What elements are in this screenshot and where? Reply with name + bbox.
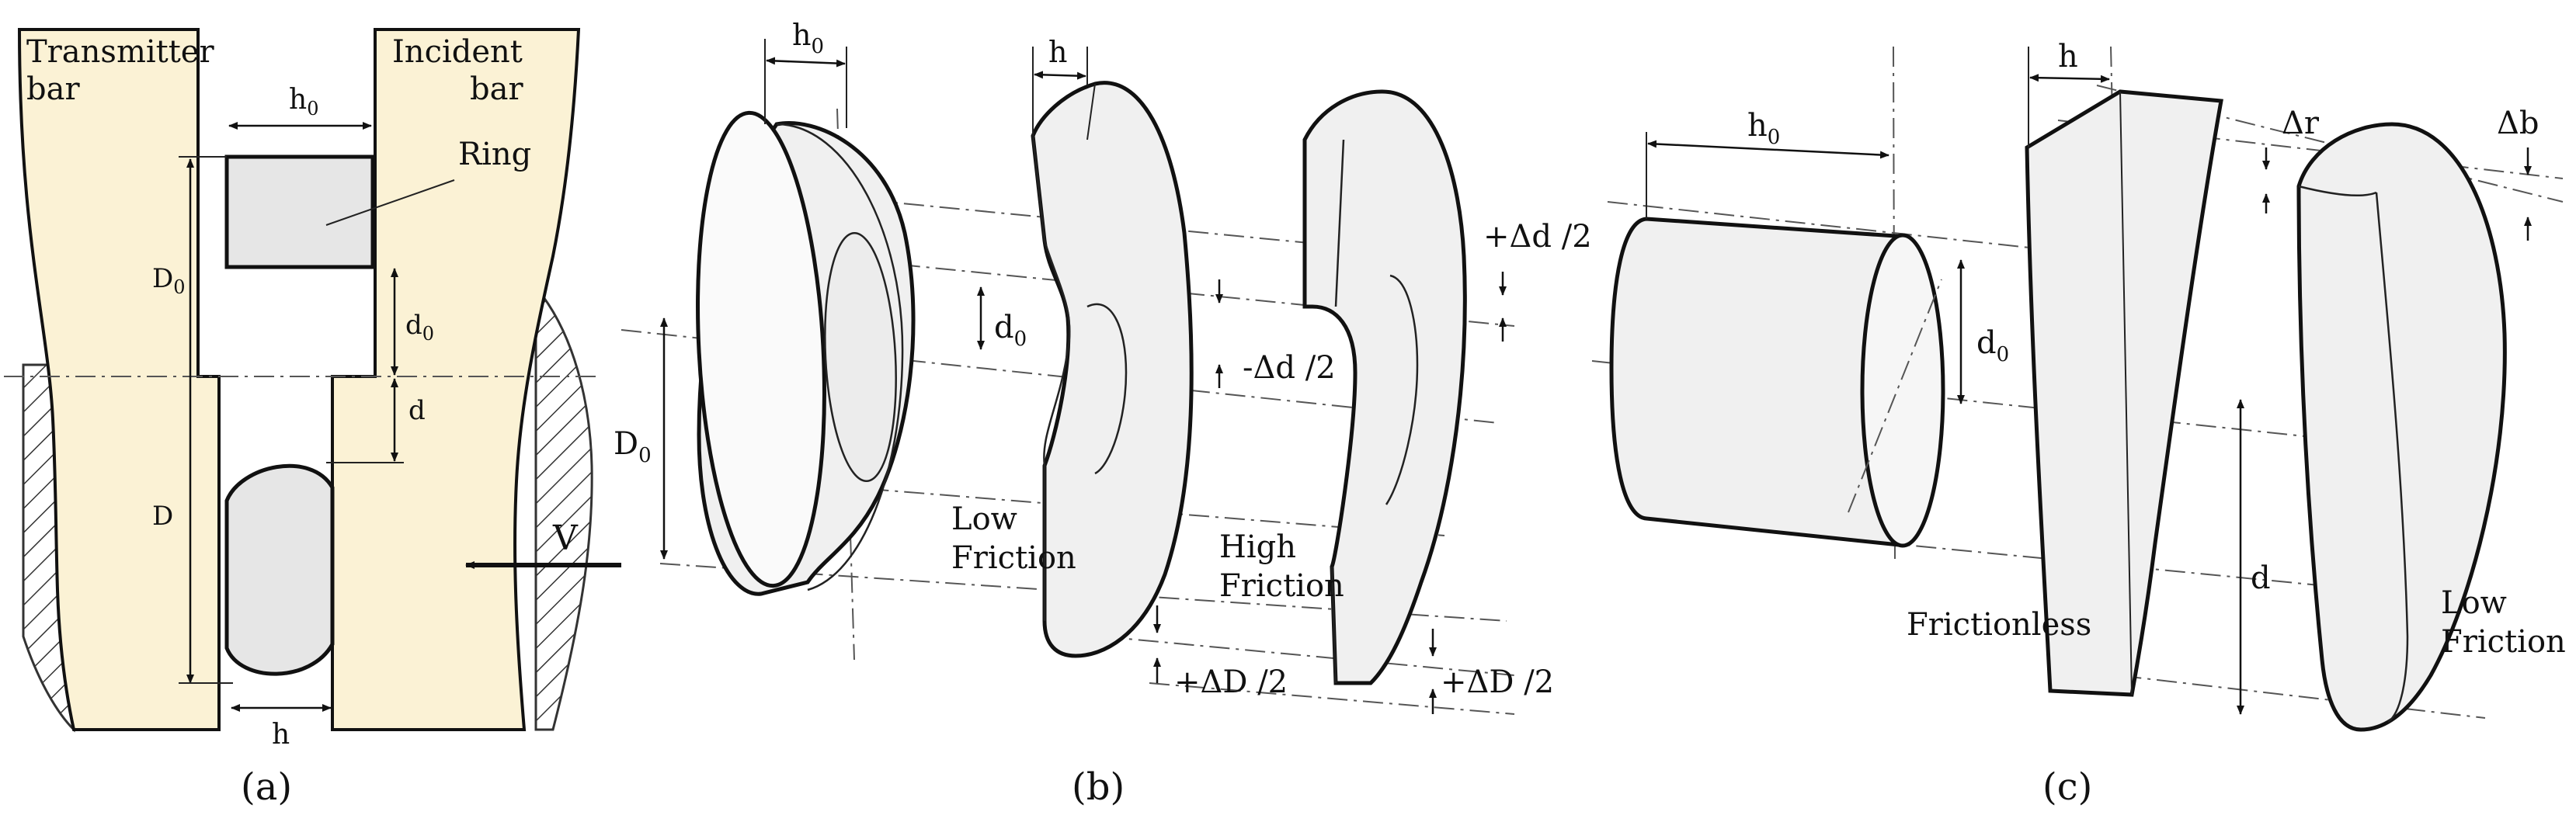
transmitter-label-1: Transmitter: [26, 34, 214, 70]
low-friction-ring-top: [1086, 83, 1096, 140]
cylinder-body: [1609, 217, 1909, 547]
low-friction-ring: [1031, 81, 1194, 658]
plus-dd-label: +Δd /2: [1483, 219, 1592, 255]
high-friction-ring: [1302, 89, 1467, 685]
original-ring: [696, 110, 916, 596]
ring-front-face: [696, 110, 826, 588]
d-label-c: d: [2251, 560, 2271, 596]
D0-label-b: D0: [614, 426, 652, 467]
die-hatch-right: [534, 283, 593, 731]
h-label-b: h: [1048, 35, 1067, 69]
frictionless-edge: [2119, 91, 2133, 695]
h0-label-a: h0: [289, 84, 318, 120]
low-friction-label-1: Low: [951, 501, 1017, 537]
panel-b: h0 h D0 d0 -Δd /2 +Δd /2 Low Friction Hi…: [614, 18, 1592, 809]
c-ref-1: [1607, 201, 2144, 261]
d0-label-b: d0: [994, 310, 1027, 351]
caption-c: (c): [2042, 765, 2092, 809]
original-cylinder: [1609, 217, 1945, 548]
velocity-label: V: [552, 519, 579, 558]
transmitter-label-2: bar: [26, 71, 80, 107]
D0-label-a: D0: [152, 263, 186, 298]
panel-c: h0 h d0 d Δr Δb Frictionless Low Frictio…: [1591, 39, 2566, 809]
plus-DD-high-label: +ΔD /2: [1441, 664, 1554, 700]
cylinder-end-face: [1860, 233, 1945, 548]
ring-leader: [325, 179, 455, 226]
d0-label-a: d0: [405, 310, 434, 345]
ring-section-deformed: [224, 463, 335, 676]
caption-b: (b): [1072, 765, 1125, 809]
h-dim-c: [2029, 74, 2110, 83]
low-friction-ring-front: [1031, 135, 1071, 621]
low-friction-ring-inner: [1086, 303, 1128, 475]
b-ref-6: [1149, 682, 1515, 715]
minus-dd-label: -Δd /2: [1243, 350, 1336, 386]
frictionless-label: Frictionless: [1907, 607, 2091, 643]
incident-label-1: Incident: [392, 34, 523, 70]
ring-label: Ring: [458, 137, 531, 172]
d0-label-c: d0: [1976, 325, 2009, 366]
high-friction-label-2: Friction: [1219, 568, 1344, 604]
ring-back-edge: [776, 123, 904, 591]
b-ref-5: [1102, 636, 1515, 676]
h0-dim-b: [766, 57, 846, 68]
panel-a: Transmitter bar Incident bar Ring h0 D0 …: [4, 28, 621, 809]
low-friction-c-label-1: Low: [2441, 585, 2507, 621]
high-friction-label-1: High: [1219, 529, 1296, 565]
low-friction-specimen-edge: [2375, 192, 2409, 723]
incident-label-2: bar: [470, 71, 523, 107]
delta-b-label: Δb: [2497, 106, 2539, 141]
delta-r-label: Δr: [2282, 106, 2320, 141]
transmitter-bar: [17, 28, 221, 731]
low-friction-label-2: Friction: [951, 540, 1076, 576]
caption-a: (a): [241, 765, 292, 809]
plus-DD-low-label: +ΔD /2: [1174, 664, 1288, 700]
low-friction-c-label-2: Friction: [2441, 624, 2566, 660]
h-label-a: h: [272, 719, 290, 751]
ring-bore: [824, 231, 897, 483]
high-friction-ring-inner: [1385, 274, 1419, 505]
h0-label-b: h0: [792, 18, 824, 58]
h-label-c: h: [2058, 39, 2078, 75]
D-label-a: D: [152, 501, 173, 532]
h0-dim-c: [1647, 140, 1889, 159]
low-friction-specimen-top: [2298, 185, 2377, 196]
cylinder-diag: [1848, 279, 1942, 513]
high-friction-ring-front: [1330, 139, 1345, 684]
low-friction-specimen: [2296, 122, 2507, 732]
ring-section-upper: [224, 154, 375, 269]
d-label-a: d: [408, 395, 426, 426]
incident-bar: [331, 28, 581, 731]
frictionless-specimen: [2025, 89, 2223, 697]
h-dim-b: [1034, 71, 1086, 80]
h0-label-c: h0: [1747, 108, 1780, 149]
